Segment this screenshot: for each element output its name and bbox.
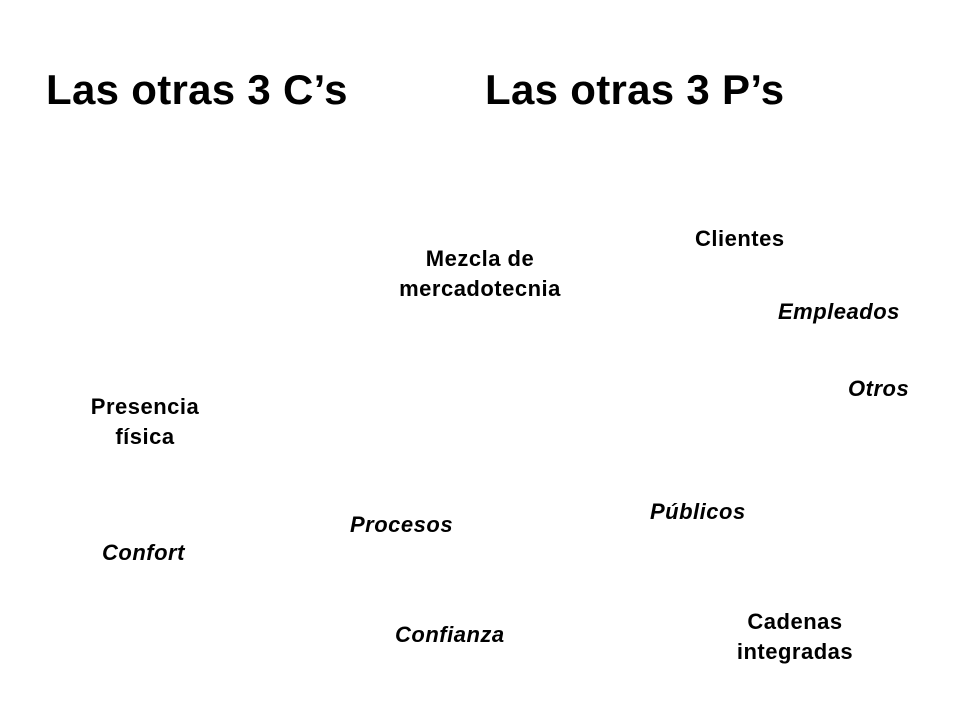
term-confort: Confort	[102, 540, 185, 565]
term-mezcla-de-mercadotecnia: Mezcla de mercadotecnia	[360, 244, 600, 304]
term-presencia-fisica: Presencia física	[50, 392, 240, 452]
term-otros: Otros	[848, 376, 910, 401]
title-las-otras-3-ps: Las otras 3 P’s	[485, 66, 785, 113]
term-cadenas-integradas: Cadenas integradas	[700, 607, 890, 667]
term-empleados: Empleados	[778, 299, 900, 324]
term-cadenas-line1: Cadenas	[747, 609, 843, 634]
term-mezcla-line1: Mezcla de	[425, 246, 535, 271]
term-presencia-line1: Presencia	[90, 394, 200, 419]
term-cadenas-line2: integradas	[736, 639, 854, 664]
term-procesos: Procesos	[350, 512, 454, 537]
term-presencia-line2: física	[115, 424, 175, 449]
title-las-otras-3-cs: Las otras 3 C’s	[46, 66, 348, 113]
term-clientes: Clientes	[695, 226, 785, 251]
term-publicos: Públicos	[650, 499, 746, 524]
term-mezcla-line2: mercadotecnia	[399, 276, 561, 301]
term-confianza: Confianza	[395, 622, 505, 647]
